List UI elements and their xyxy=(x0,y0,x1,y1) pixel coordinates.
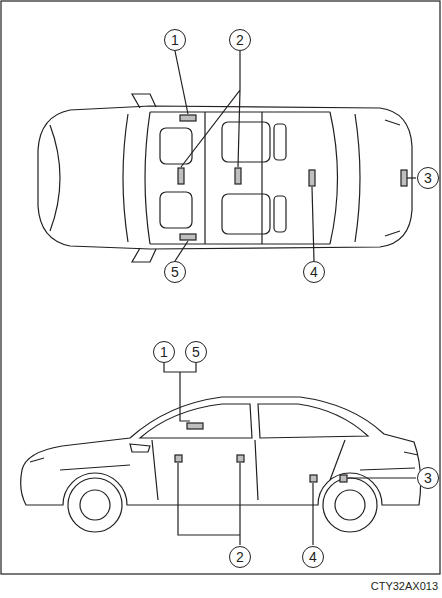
callout-circle: 2 xyxy=(229,546,251,568)
callout-circle: 3 xyxy=(417,167,439,189)
callout-circle: 1 xyxy=(164,29,186,51)
callout-number: 3 xyxy=(424,171,432,185)
callout-circle: 4 xyxy=(302,546,324,568)
callout-number: 3 xyxy=(424,471,432,485)
sensor-mark xyxy=(175,423,347,482)
callout-circle: 5 xyxy=(164,261,186,283)
callout-number: 4 xyxy=(309,550,317,564)
figure-code: CTY32AX013 xyxy=(371,580,438,592)
callout-number: 5 xyxy=(192,345,200,359)
callout-circle: 1 xyxy=(153,341,175,363)
leader-line xyxy=(175,51,416,261)
bracket-line xyxy=(164,363,416,545)
sensor-mark xyxy=(178,115,407,240)
callout-circle: 5 xyxy=(185,341,207,363)
callout-circle: 4 xyxy=(303,261,325,283)
callout-number: 1 xyxy=(160,345,168,359)
callout-number: 5 xyxy=(171,265,179,279)
callout-circle: 3 xyxy=(417,467,439,489)
callout-circle: 2 xyxy=(229,29,251,51)
car-top-view xyxy=(38,94,412,262)
callout-number: 2 xyxy=(236,33,244,47)
frame xyxy=(1,1,440,574)
car-side-view xyxy=(21,397,421,532)
callout-number: 1 xyxy=(171,33,179,47)
callout-number: 4 xyxy=(310,265,318,279)
callout-number: 2 xyxy=(236,550,244,564)
